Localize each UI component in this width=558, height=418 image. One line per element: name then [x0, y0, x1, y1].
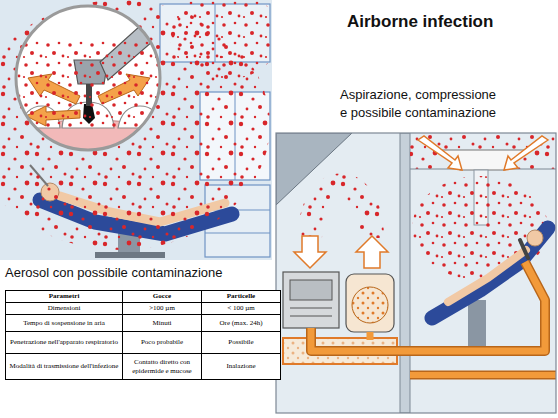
aerosol-droplets — [10, 40, 170, 130]
table-cell: Dimensioni — [6, 303, 123, 315]
table-row: Penetrazione nell'apparato respiratorioP… — [6, 332, 281, 354]
drain-tube — [410, 372, 556, 378]
table-cell: Ore (max. 24h) — [202, 315, 281, 332]
suction-tube — [311, 262, 545, 351]
drawer-line — [205, 233, 270, 234]
suction-arrow — [504, 136, 548, 170]
compressor-motor — [290, 280, 332, 300]
patient-body — [448, 250, 526, 302]
suction-tube-outline — [311, 262, 545, 351]
table-cell: >100 µm — [123, 303, 202, 315]
separator-filter — [352, 287, 388, 323]
table-cell: Penetrazione nell'apparato respiratorio — [6, 332, 123, 354]
suction-tip — [520, 240, 528, 258]
separator-tank — [346, 274, 394, 332]
table-cell: Possibile — [202, 332, 281, 354]
compressor — [283, 272, 339, 328]
building-background — [276, 133, 556, 413]
scene-frame — [276, 133, 556, 413]
partition-wall — [400, 133, 410, 413]
table-cell: Contatto diretto con epidermide e mucose — [123, 354, 202, 380]
scene-caption: Aerosol con possibile contaminazione — [5, 264, 267, 282]
ceiling-aerosol — [410, 133, 556, 169]
suction-tube — [367, 332, 374, 340]
suction-arrow — [418, 136, 462, 170]
table-header-cell: Particelle — [202, 291, 281, 303]
chair-pedestal — [468, 300, 486, 350]
compressor-line — [290, 308, 332, 309]
table-cell: Inalazione — [202, 354, 281, 380]
patient-head — [527, 230, 543, 246]
table-row: Tempo di sospensione in ariaMinutiOre (m… — [6, 315, 281, 332]
table-header-cell: Gocce — [123, 291, 202, 303]
table-row: ParametriGocceParticelle — [6, 291, 281, 303]
exhaust-aerosol — [310, 186, 372, 239]
dental-aerosol-scene — [0, 0, 280, 260]
chair-base — [95, 252, 165, 258]
parameter-table: ParametriGocceParticelleDimensioni>100 µ… — [5, 290, 281, 380]
aerosol-cloud — [170, 0, 272, 80]
table-cell: < 100 µm — [202, 303, 281, 315]
slide-title: Airborne infection — [347, 12, 493, 32]
table-header-cell: Parametri — [6, 291, 123, 303]
scene-subtitle: Aspirazione, compressione e possibile co… — [340, 86, 506, 121]
table-cell: Modalità di trasmissione dell'infezione — [6, 354, 123, 380]
compressor-line — [290, 316, 332, 317]
flow-arrow-up — [356, 236, 388, 268]
drain-tube-outline — [410, 371, 556, 380]
table-cell: Poco probabile — [123, 332, 202, 354]
table-row: Modalità di trasmissione dell'infezioneC… — [6, 354, 281, 380]
table-row: Dimensioni>100 µm< 100 µm — [6, 303, 281, 315]
table-cell: Tempo di sospensione in aria — [6, 315, 123, 332]
caption-band — [0, 260, 272, 287]
inset-border — [16, 6, 160, 150]
suction-scene — [276, 133, 556, 413]
flow-arrow-down — [294, 236, 326, 268]
table-cell: Minuti — [123, 315, 202, 332]
